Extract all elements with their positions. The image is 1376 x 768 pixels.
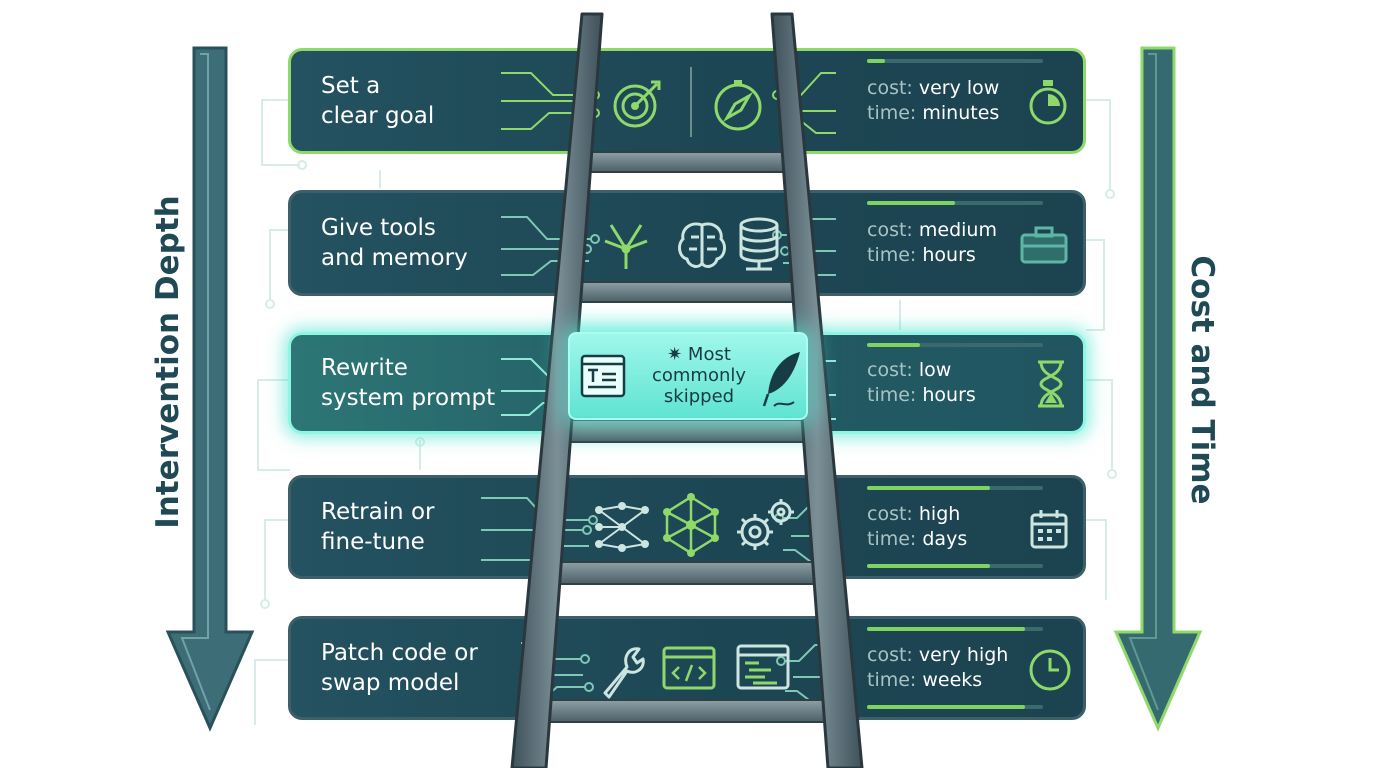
time-value: days: [922, 528, 968, 550]
step-stats: cost: high time: days: [867, 503, 968, 550]
hourglass-icon: [1038, 360, 1064, 408]
code-window-icon: [662, 646, 716, 690]
step-stats: cost: low time: hours: [867, 359, 976, 406]
time-value: hours: [922, 384, 976, 406]
neural-network-icon: [595, 502, 649, 552]
most-commonly-skipped-callout: ✷ Most commonly skipped: [568, 332, 808, 420]
time-value: weeks: [922, 669, 983, 691]
brain-icon: [678, 222, 726, 268]
wrench-icon: [603, 647, 645, 699]
database-icon: [739, 217, 779, 271]
multitool-icon: [604, 224, 648, 269]
gears-icon: [737, 499, 794, 550]
network-node-icon: [663, 493, 719, 557]
step-panel-set-goal: Set a clear goal: [288, 48, 1086, 154]
cost-bar: [867, 201, 1043, 205]
ladder-rail-left: [510, 12, 604, 768]
terminal-icon: [736, 644, 790, 690]
time-bar: [867, 564, 1043, 568]
step-panel-retrain: Retrain or fine-tune: [288, 475, 1086, 579]
cost-value: very high: [918, 644, 1009, 666]
step-title: Rewrite system prompt: [321, 355, 496, 411]
cost-bar: [867, 59, 1043, 63]
cost-bar: [867, 486, 1043, 490]
cost-value: high: [918, 503, 961, 525]
step-title: Set a clear goal: [321, 73, 435, 129]
cost-time-arrow: [1113, 46, 1203, 732]
intervention-depth-arrow: [165, 46, 255, 732]
cost-value: low: [918, 359, 952, 381]
time-value: hours: [922, 244, 976, 266]
cost-bar: [867, 627, 1043, 631]
compass-icon: [714, 80, 762, 131]
clock-icon: [1029, 649, 1071, 691]
quill-icon: [762, 352, 800, 407]
step-stats: cost: medium time: hours: [867, 219, 997, 266]
callout-text: ✷ Most commonly skipped: [651, 344, 747, 407]
step-stats: cost: very low time: minutes: [867, 77, 1000, 124]
star-icon: ✷: [667, 344, 683, 365]
stopwatch-icon: [1029, 80, 1067, 125]
step-title: Give tools and memory: [321, 215, 468, 271]
step-stats: cost: very high time: weeks: [867, 644, 1009, 691]
step-title: Retrain or fine-tune: [321, 499, 435, 555]
cost-bar: [867, 343, 1043, 347]
time-bar: [867, 705, 1043, 709]
step-panel-tools-memory: Give tools and memory: [288, 190, 1086, 296]
step-panel-patch-code: Patch code or swap model: [288, 616, 1086, 720]
step-title: Patch code or swap model: [321, 640, 478, 696]
time-value: minutes: [922, 102, 1000, 124]
cost-value: medium: [918, 219, 997, 241]
cost-value: very low: [918, 77, 1000, 99]
target-icon: [613, 80, 661, 128]
toolbox-icon: [1020, 226, 1068, 264]
ladder-rail-right: [770, 12, 864, 768]
prompt-window-icon: [580, 354, 626, 398]
calendar-icon: [1030, 510, 1068, 549]
